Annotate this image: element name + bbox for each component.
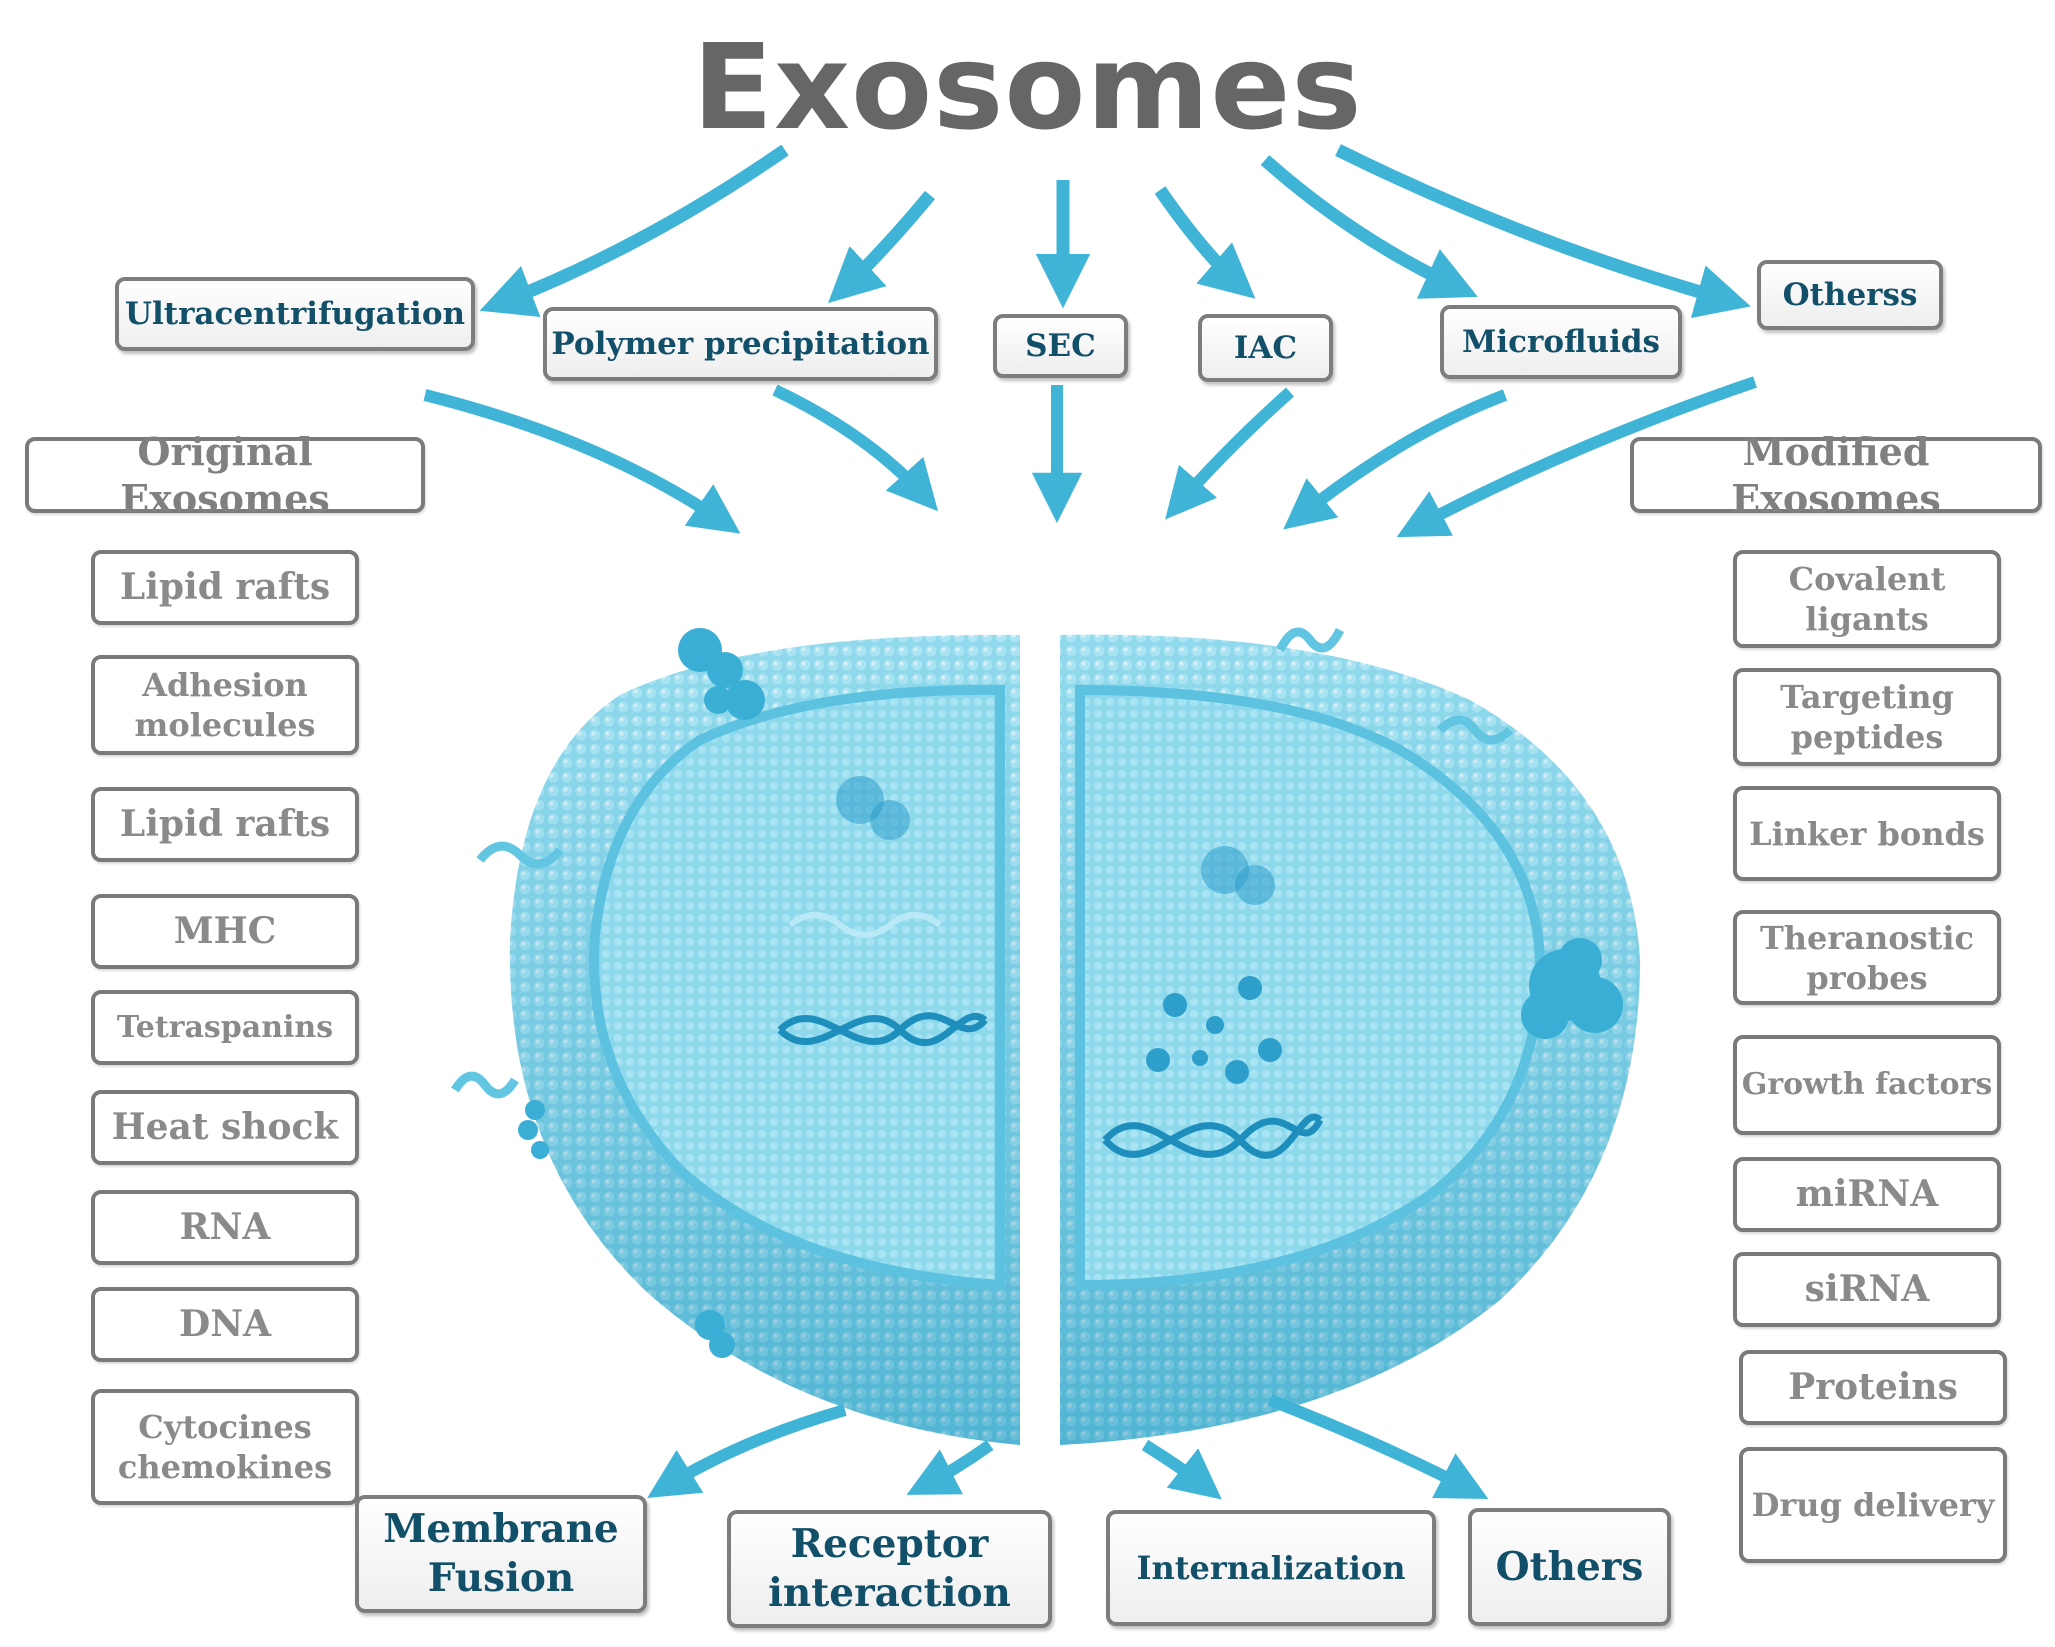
dna-helix: [777, 1012, 1324, 1159]
modified-item: Growth factors: [1733, 1035, 2001, 1135]
method-microfluids: Microfluids: [1440, 305, 1682, 379]
modified-item: Theranostic probes: [1733, 910, 2001, 1005]
cargo-molecules: [836, 776, 1282, 1084]
original-item: RNA: [91, 1190, 359, 1265]
method-polymer-precipitation: Polymer precipitation: [543, 307, 938, 381]
original-item: Lipid rafts: [91, 787, 359, 862]
method-iac: IAC: [1198, 314, 1333, 382]
title-to-method-arrows: [479, 144, 1751, 319]
uptake-membrane-fusion: Membrane Fusion: [355, 1495, 647, 1613]
uptake-others: Others: [1468, 1508, 1671, 1626]
uptake-receptor-interaction: Receptor interaction: [727, 1510, 1052, 1628]
original-item: Adhesion molecules: [91, 655, 359, 755]
method-to-vesicle-arrows: [423, 376, 1757, 538]
diagram-title: Exosomes: [692, 18, 1363, 156]
method-sec: SEC: [993, 314, 1128, 378]
uptake-internalization: Internalization: [1106, 1510, 1436, 1626]
modified-item: Linker bonds: [1733, 786, 2001, 881]
original-item: MHC: [91, 894, 359, 969]
modified-item: siRNA: [1733, 1252, 2001, 1327]
method-otherss: Otherss: [1757, 260, 1943, 330]
modified-exosomes-header: Modified Exosomes: [1630, 429, 2042, 521]
original-item: Cytocines chemokines: [91, 1389, 359, 1505]
vesicle-to-uptake-arrows: [647, 1394, 1489, 1500]
modified-item: Targeting peptides: [1733, 668, 2001, 766]
original-item: Tetraspanins: [91, 990, 359, 1065]
modified-item: Drug delivery: [1739, 1447, 2007, 1563]
membrane-proteins: [518, 628, 1623, 1358]
modified-item: miRNA: [1733, 1157, 2001, 1232]
method-ultracentrifugation: Ultracentrifugation: [115, 277, 475, 351]
original-item: DNA: [91, 1287, 359, 1362]
membrane-receptors: [451, 627, 1514, 1099]
rna-strand: [788, 912, 942, 938]
modified-item: Covalent ligants: [1733, 550, 2001, 648]
original-exosomes-header: Original Exosomes: [25, 429, 425, 521]
original-item: Lipid rafts: [91, 550, 359, 625]
vesicle-left-inner: [589, 684, 1005, 1291]
original-item: Heat shock: [91, 1090, 359, 1165]
modified-item: Proteins: [1739, 1350, 2007, 1425]
exosome-vesicle: [451, 627, 1640, 1445]
